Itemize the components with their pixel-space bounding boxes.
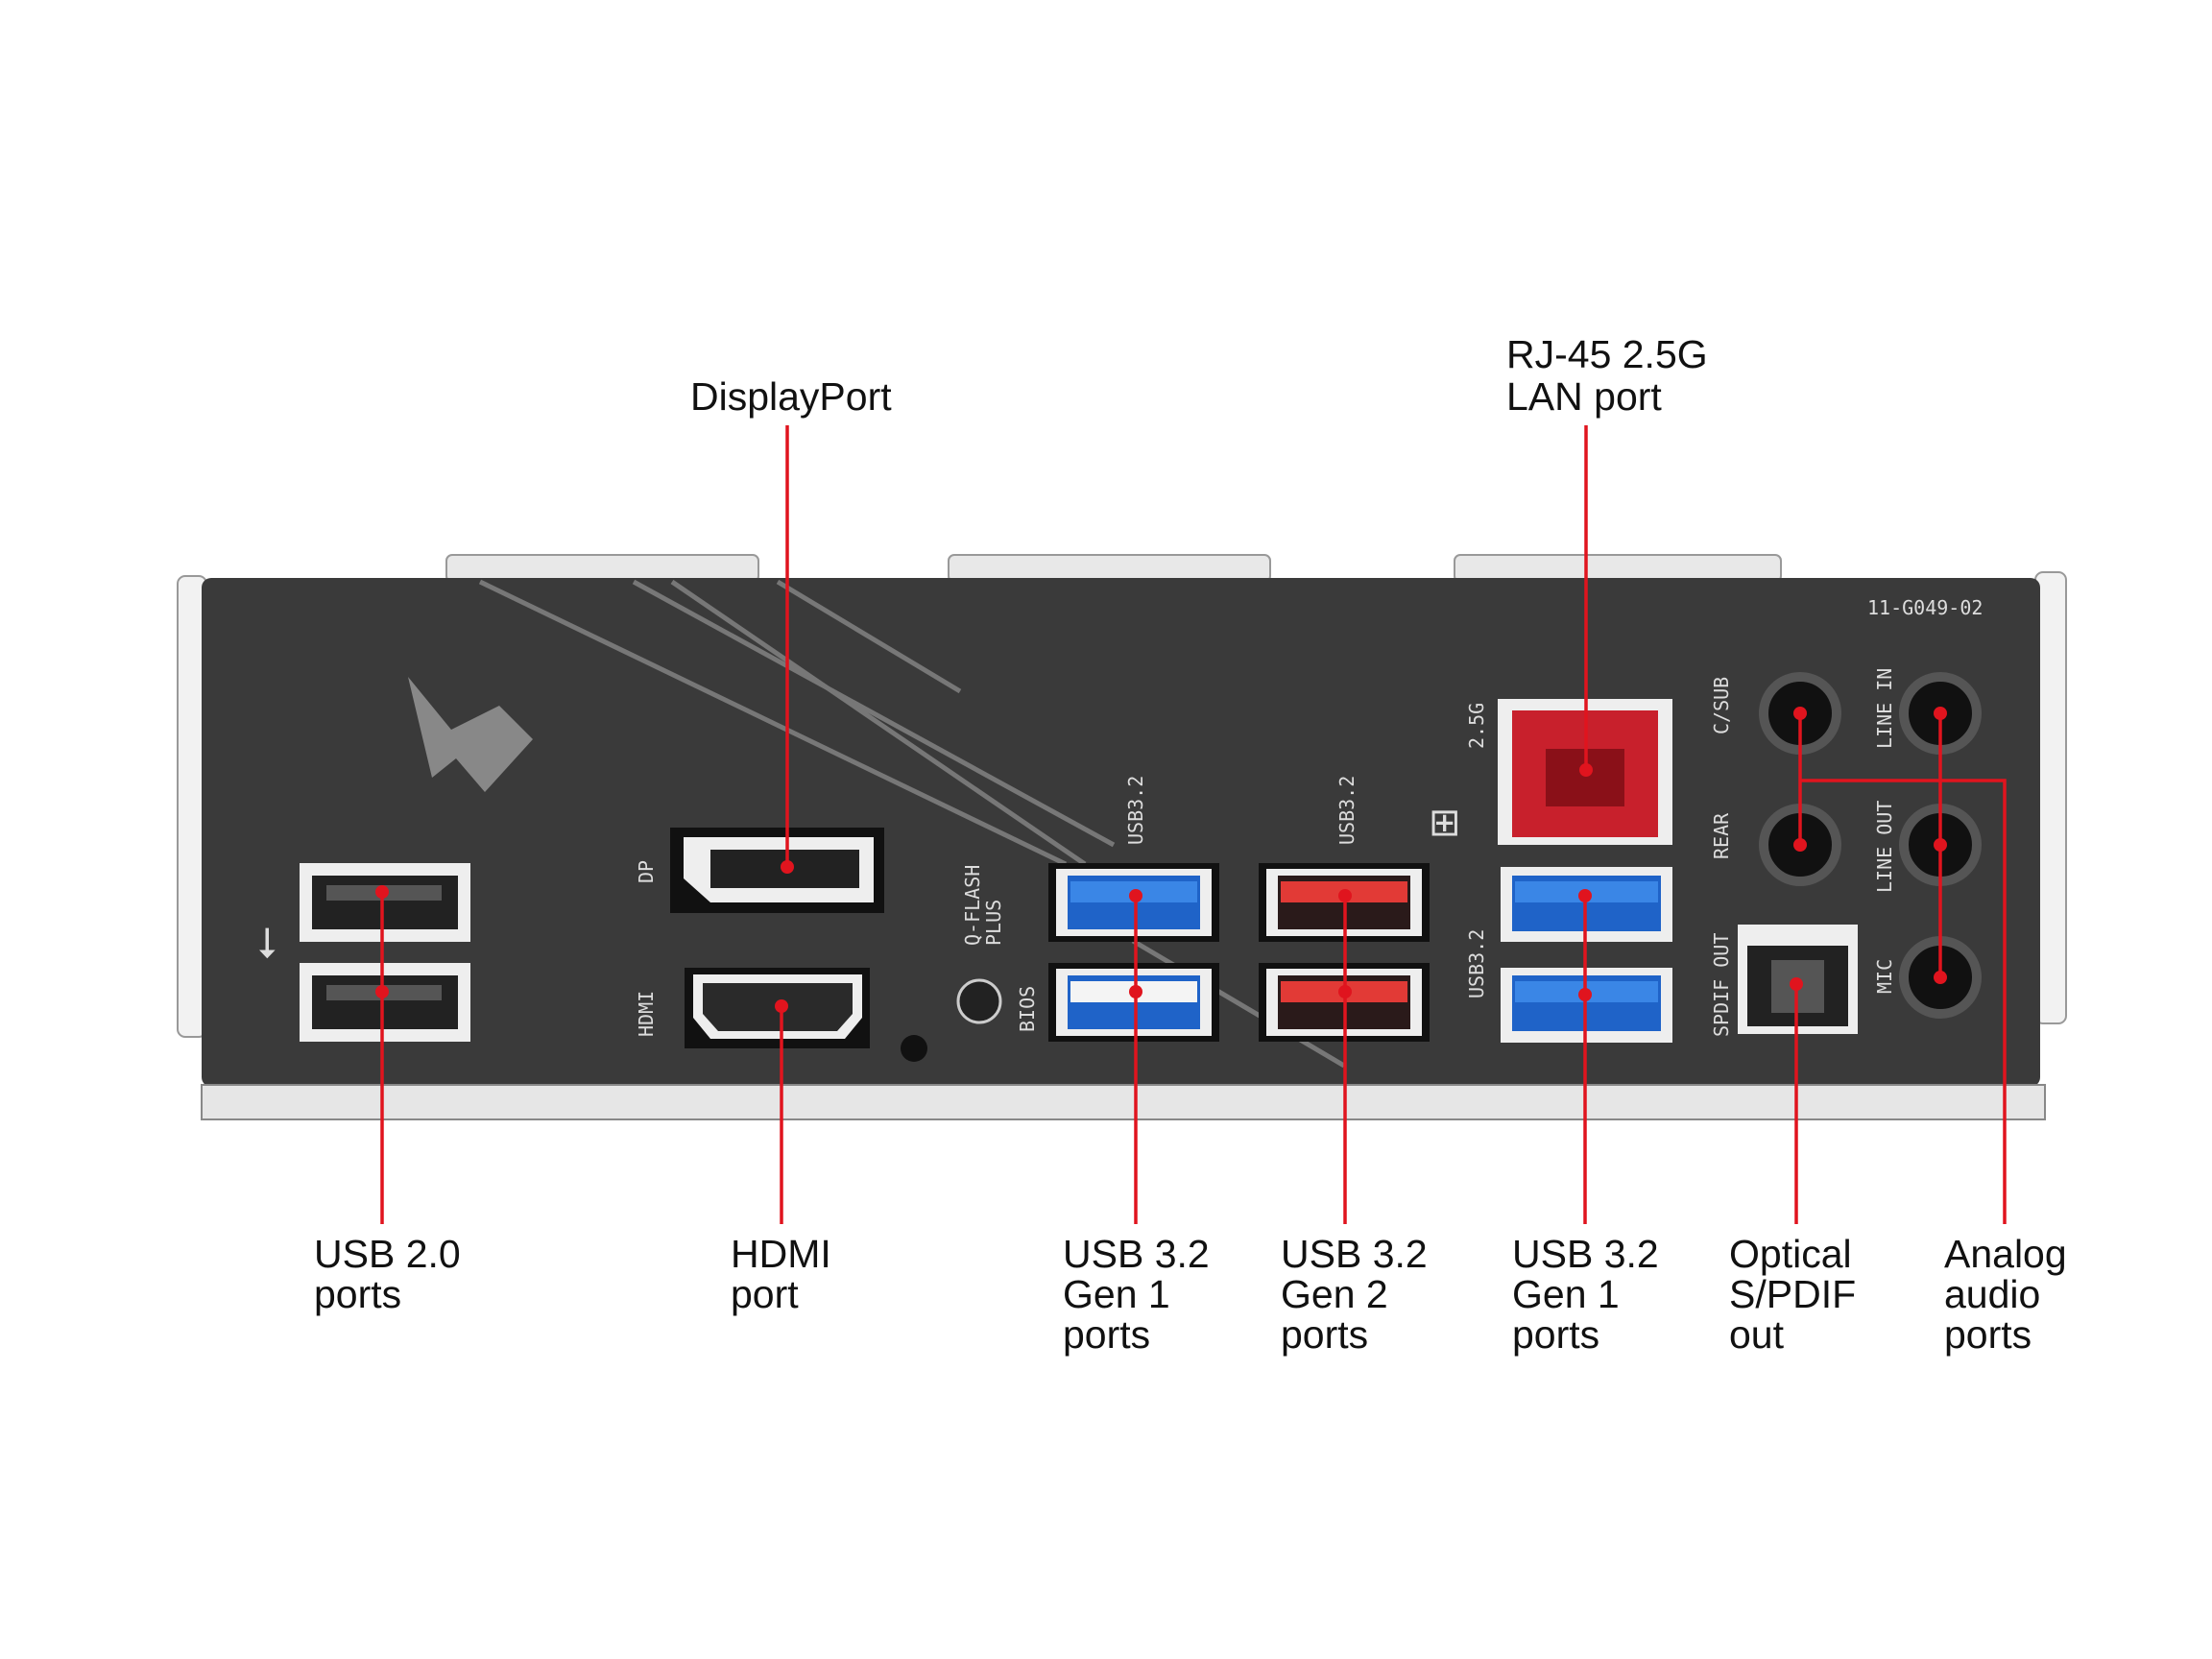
label-rj45-line2: LAN port: [1506, 374, 1662, 419]
label-line: ports: [1281, 1312, 1368, 1357]
silk-dp: DP: [635, 860, 658, 883]
aorus-logo-icon: [408, 677, 533, 792]
silk-spdif: SPDIF OUT: [1710, 933, 1733, 1037]
leader-lines: [375, 425, 2007, 1224]
silk-lan: 2.5G: [1465, 703, 1488, 749]
silk-usb32-b: USB3.2: [1335, 776, 1358, 845]
label-line: Gen 1: [1512, 1272, 1620, 1316]
label-usb20: USB 2.0 ports: [314, 1232, 461, 1316]
silk-hdmi: HDMI: [635, 991, 658, 1037]
label-line: out: [1729, 1312, 1785, 1357]
network-icon: ⊞: [1429, 801, 1461, 845]
label-usb32-gen1-left: USB 3.2 Gen 1 ports: [1063, 1232, 1210, 1357]
silk-line-out: LINE OUT: [1873, 801, 1896, 893]
part-number: 11-G049-02: [1867, 596, 1983, 619]
silk-qflash: Q-FLASH: [961, 865, 984, 946]
displayport-connector: [670, 828, 884, 913]
label-usb32-gen1-right: USB 3.2 Gen 1 ports: [1512, 1232, 1659, 1357]
silk-usb32-a: USB3.2: [1124, 776, 1147, 845]
silk-mic: MIC: [1873, 959, 1896, 994]
silk-usb32-c: USB3.2: [1465, 929, 1488, 998]
label-line: ports: [1512, 1312, 1599, 1357]
qflash-plus-button[interactable]: [956, 978, 1002, 1024]
decorative-stripes: [478, 579, 1346, 1069]
silk-bios: BIOS: [1016, 986, 1039, 1032]
label-line: USB 3.2: [1063, 1232, 1210, 1276]
bottom-rail: [201, 1084, 2046, 1120]
label-line: audio: [1944, 1272, 2040, 1316]
label-audio: Analog audio ports: [1944, 1232, 2067, 1357]
label-line: USB 3.2: [1281, 1232, 1428, 1276]
label-optical: Optical S/PDIF out: [1729, 1232, 1856, 1357]
silk-line-in: LINE IN: [1873, 668, 1896, 749]
label-line: S/PDIF: [1729, 1272, 1856, 1316]
label-rj45-line1: RJ-45 2.5G: [1506, 332, 1708, 376]
usb20-ports: [300, 863, 470, 1042]
usb-symbol-icon: ⭠: [240, 926, 289, 960]
label-line: ports: [1944, 1312, 2032, 1357]
label-usb32-gen2: USB 3.2 Gen 2 ports: [1281, 1232, 1428, 1357]
label-line: Optical: [1729, 1232, 1852, 1276]
label-line: USB 3.2: [1512, 1232, 1659, 1276]
label-line: port: [731, 1272, 799, 1316]
led-indicator: [901, 1035, 927, 1062]
silk-qflash-plus: PLUS: [982, 900, 1005, 946]
label-line: Gen 2: [1281, 1272, 1388, 1316]
label-line: ports: [314, 1272, 401, 1316]
silk-rear: REAR: [1710, 812, 1733, 859]
label-displayport: DisplayPort: [690, 374, 892, 419]
silk-csub: C/SUB: [1710, 677, 1733, 734]
label-line: Gen 1: [1063, 1272, 1170, 1316]
label-line: HDMI: [731, 1232, 831, 1276]
label-line: USB 2.0: [314, 1232, 461, 1276]
shield-top-tabs: [445, 554, 1782, 583]
label-line: Analog: [1944, 1232, 2067, 1276]
label-line: ports: [1063, 1312, 1150, 1357]
label-hdmi: HDMI port: [731, 1232, 831, 1316]
